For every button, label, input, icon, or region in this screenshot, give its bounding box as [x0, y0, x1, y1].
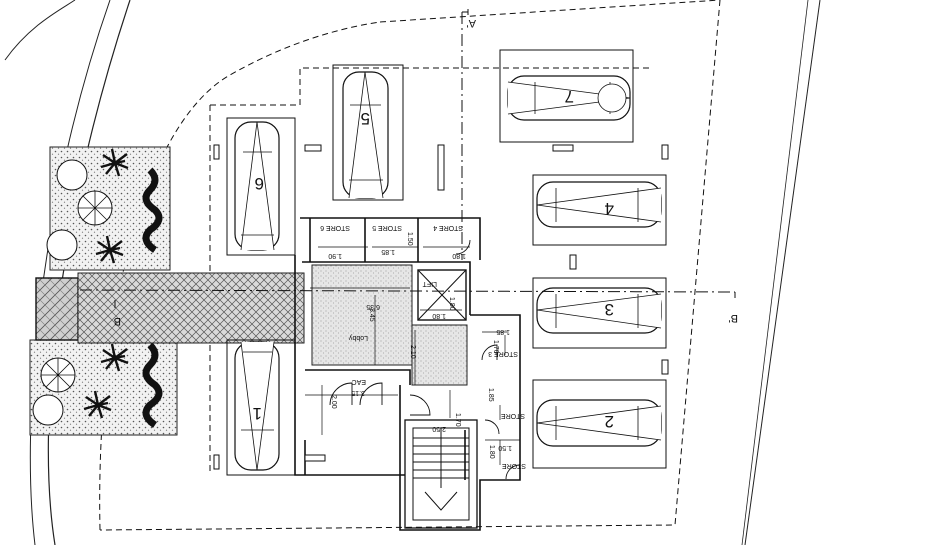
door-swings	[329, 239, 521, 480]
parking-number-1: 1	[253, 404, 262, 423]
dim-d15: 1.50	[498, 444, 512, 451]
columns	[213, 144, 669, 470]
lobby-extension	[411, 324, 468, 386]
dim-d11: 2.00	[330, 395, 337, 409]
room-store-3: STORE 3	[488, 350, 518, 357]
dimension-lines	[305, 246, 520, 465]
lift-shaft	[417, 269, 467, 321]
parking-number-6: 6	[255, 174, 264, 193]
car-5	[342, 71, 389, 199]
dim-d10: 3.15	[351, 389, 365, 396]
room-eac: EAC	[352, 378, 366, 385]
parking-number-2: 2	[605, 412, 614, 431]
parking-number-7: 7	[565, 87, 574, 106]
planting-symbols	[83, 148, 163, 428]
dim-d7: 6.35	[366, 303, 380, 310]
labels: A' B' B 1 2 3 4 5 6 7 STORE 6 STORE 5 ST…	[114, 17, 738, 469]
round-trees	[32, 159, 113, 426]
dim-d17: 1.85	[496, 328, 510, 335]
section-mark-b-short: B	[114, 315, 121, 327]
room-store-extra: STORE	[502, 462, 526, 469]
section-lines	[79, 12, 736, 293]
dim-d3: 1.50	[406, 232, 413, 246]
car-7	[507, 75, 631, 121]
car-symbols	[234, 71, 662, 471]
dim-d13: 2.50	[432, 425, 446, 432]
dim-d12: 1.70	[454, 413, 461, 427]
car-6	[234, 121, 280, 251]
parking-bays	[226, 49, 667, 476]
dim-d2: 1.85	[381, 248, 395, 255]
car-4	[536, 181, 662, 228]
dim-d14: 1.85	[487, 388, 494, 402]
dim-d8: 3.45	[368, 308, 375, 322]
dim-d5: 1.80	[448, 297, 455, 311]
entrance-paving	[35, 272, 305, 344]
lobby-floor	[311, 264, 413, 366]
parking-number-4: 4	[605, 199, 614, 218]
dim-d16: 1.80	[488, 445, 495, 459]
room-lift: LIFT	[422, 280, 437, 287]
dim-d6: 1.80	[432, 312, 446, 319]
room-store-5: STORE 5	[372, 224, 402, 231]
dim-d9: 2.10	[409, 345, 416, 359]
dim-d1: 1.90	[328, 252, 342, 259]
car-3	[536, 287, 662, 334]
room-store-2: STORE	[501, 412, 525, 419]
room-lobby: Lobby	[348, 334, 368, 341]
dim-d18: 1.70	[492, 340, 499, 354]
dim-d4: 1.80	[452, 252, 466, 259]
section-mark-b: B'	[729, 312, 738, 324]
staircase	[404, 419, 478, 529]
section-arrows	[114, 9, 736, 308]
car-2	[536, 399, 662, 447]
room-store-6: STORE 6	[320, 224, 350, 231]
car-1	[234, 341, 280, 471]
parking-number-3: 3	[605, 300, 614, 319]
section-mark-a: A'	[467, 17, 476, 29]
room-store-4: STORE 4	[433, 224, 463, 231]
parking-number-5: 5	[361, 109, 370, 128]
